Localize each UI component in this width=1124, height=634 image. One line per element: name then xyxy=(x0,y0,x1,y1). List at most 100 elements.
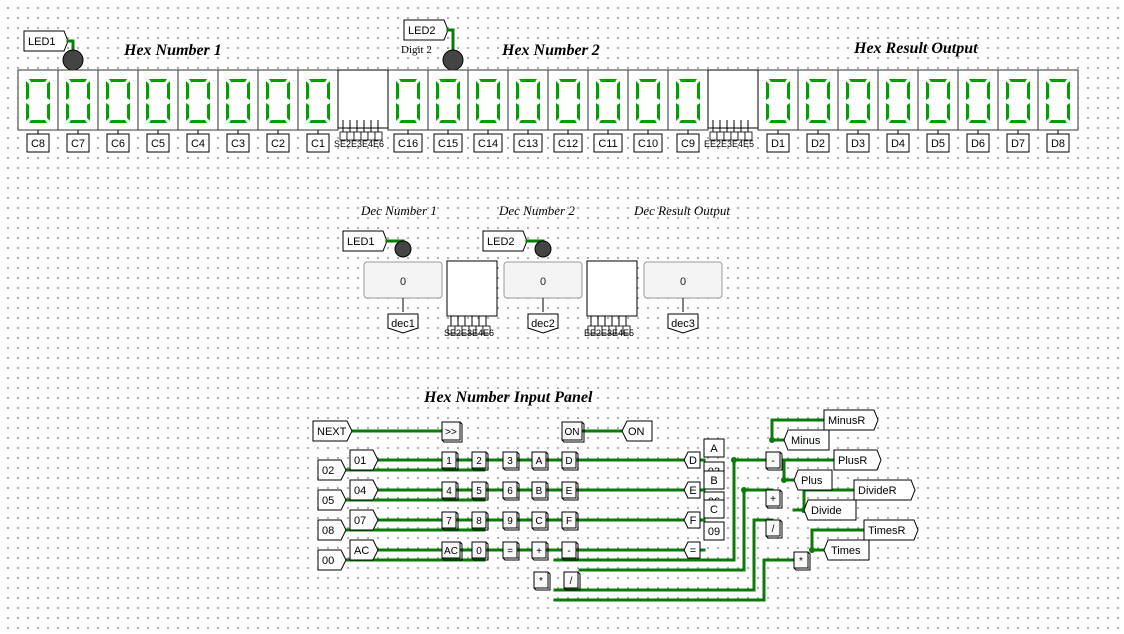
row-pin-04[interactable]: 04 xyxy=(349,479,379,501)
led2-mid[interactable]: LED2 xyxy=(482,230,552,258)
mid-splitter-1-label: SE2E3E4E6 xyxy=(444,328,494,338)
key-4-4-label: + xyxy=(536,546,542,557)
dec-display-1: 0 dec1 xyxy=(363,261,443,334)
title-dec-number-2: Dec Number 2 xyxy=(498,203,575,218)
result-digit-4 xyxy=(877,69,919,131)
on-button[interactable]: ON xyxy=(561,421,585,443)
led1-top[interactable]: LED1 xyxy=(23,30,84,71)
hex1-pin-C2: C2 xyxy=(266,130,290,153)
hex1-pin-label: C6 xyxy=(111,138,125,150)
result-digit-2 xyxy=(797,69,839,131)
led2-top-label: LED2 xyxy=(408,25,436,37)
key-3-4[interactable]: C xyxy=(531,511,549,531)
led1-mid[interactable]: LED1 xyxy=(342,230,412,258)
on-pin: ON xyxy=(621,420,653,442)
led2-top[interactable]: LED2 xyxy=(403,19,464,71)
result-pin-label: D7 xyxy=(1011,138,1025,150)
key-1-3[interactable]: 3 xyxy=(502,451,520,471)
key-1-5[interactable]: D xyxy=(561,451,579,471)
hex2-pin-label: C10 xyxy=(638,138,658,150)
next-button[interactable]: >> xyxy=(441,421,463,443)
title-hex-number-2: Hex Number 2 xyxy=(501,42,600,59)
operator-tag-label: Divide xyxy=(811,505,842,517)
hex2-pin-C9: C9 xyxy=(676,130,700,153)
key-3-2[interactable]: 8 xyxy=(471,511,489,531)
hex2-digit-2 xyxy=(427,69,469,131)
operator-button-4-label: * xyxy=(799,556,803,567)
operator-button-1[interactable]: - xyxy=(765,451,783,471)
result-pin-label: D6 xyxy=(971,138,985,150)
hex2-pin-label: C12 xyxy=(558,138,578,150)
row-pin-label: AC xyxy=(354,545,369,557)
key-3-5[interactable]: F xyxy=(561,511,579,531)
row-pin-07[interactable]: 07 xyxy=(349,509,379,531)
operator-button-4[interactable]: * xyxy=(793,551,811,571)
row-pin-label: 07 xyxy=(354,515,366,527)
key-4-4[interactable]: + xyxy=(531,541,549,561)
key-2-1[interactable]: 4 xyxy=(441,481,459,501)
result-digit-8 xyxy=(1037,69,1079,131)
operator-button-2-label: + xyxy=(770,494,776,505)
operator-buttons: - + / * xyxy=(765,451,811,571)
operator-button-3[interactable]: / xyxy=(765,519,783,539)
title-dec-number-1: Dec Number 1 xyxy=(360,203,437,218)
right-letter-tags: DEF= xyxy=(683,451,701,559)
key-2-3[interactable]: 6 xyxy=(502,481,520,501)
row-pin-AC[interactable]: AC xyxy=(349,539,379,561)
hex1-digit-3 xyxy=(97,69,139,131)
right-tag-F: F xyxy=(683,511,701,529)
result-tag-divider: DivideR xyxy=(853,479,916,501)
input-pin-05[interactable]: 05 xyxy=(317,489,347,511)
result-pin-label: D2 xyxy=(811,138,825,150)
row-pin-label: 04 xyxy=(354,485,366,497)
top-splitter-2-label: EE2E3E4E5 xyxy=(704,139,754,149)
next-pin[interactable]: NEXT xyxy=(312,420,353,442)
key-1-1-label: 1 xyxy=(446,456,452,467)
key-1-4[interactable]: A xyxy=(531,451,549,471)
title-hex-number-1: Hex Number 1 xyxy=(123,42,222,59)
key-5-1[interactable]: * xyxy=(533,571,551,591)
input-pin-00[interactable]: 00 xyxy=(317,549,347,571)
dec-display-2-value: 0 xyxy=(540,276,546,288)
key-4-3[interactable]: = xyxy=(502,541,520,561)
result-digit-1 xyxy=(757,69,799,131)
key-4-2[interactable]: 0 xyxy=(471,541,489,561)
key-2-4-label: B xyxy=(536,486,543,497)
row-pin-01[interactable]: 01 xyxy=(349,449,379,471)
input-pin-02[interactable]: 02 xyxy=(317,459,347,481)
stack-tag-09: 09 xyxy=(703,521,725,541)
key-2-5[interactable]: E xyxy=(561,481,579,501)
key-4-5[interactable]: - xyxy=(561,541,579,561)
key-3-3[interactable]: 9 xyxy=(502,511,520,531)
result-pin-label: D5 xyxy=(931,138,945,150)
key-3-1[interactable]: 7 xyxy=(441,511,459,531)
result-tag-plusr: PlusR xyxy=(833,449,882,471)
hex2-pin-C12: C12 xyxy=(553,130,583,153)
operator-button-1-label: - xyxy=(771,456,774,467)
operator-tag-label: Plus xyxy=(801,475,823,487)
operator-tag-divide: Divide xyxy=(803,499,857,521)
result-tag-minusr: MinusR xyxy=(823,409,879,431)
key-1-2-label: 2 xyxy=(476,456,482,467)
key-1-2[interactable]: 2 xyxy=(471,451,489,471)
stack-tag-label: C xyxy=(710,504,718,516)
key-5-2[interactable]: / xyxy=(563,571,581,591)
key-2-2[interactable]: 5 xyxy=(471,481,489,501)
key-1-1[interactable]: 1 xyxy=(441,451,459,471)
hex2-digit-7 xyxy=(627,69,669,131)
input-pin-08[interactable]: 08 xyxy=(317,519,347,541)
hex1-pin-label: C8 xyxy=(31,138,45,150)
result-digit-6 xyxy=(957,69,999,131)
svg-text:ON: ON xyxy=(565,427,580,438)
hex1-pin-label: C4 xyxy=(191,138,205,150)
key-4-1[interactable]: AC xyxy=(441,541,463,561)
result-pin-label: D3 xyxy=(851,138,865,150)
result-tag-label: PlusR xyxy=(838,455,867,467)
mid-splitter-1: SE2E3E4E6 xyxy=(444,260,498,338)
key-2-4[interactable]: B xyxy=(531,481,549,501)
operator-button-2[interactable]: + xyxy=(765,489,783,509)
hex2-pin-label: C15 xyxy=(438,138,458,150)
